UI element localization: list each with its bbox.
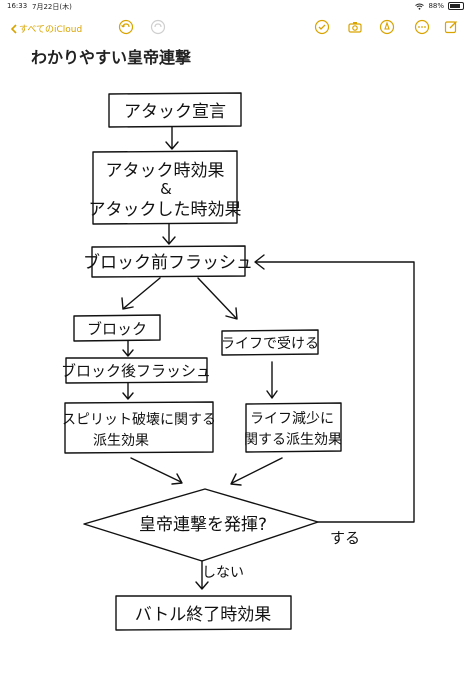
yes-label: する	[330, 529, 360, 547]
no-label: しない	[202, 565, 244, 581]
life-box	[221, 329, 319, 356]
back-label: すべてのiCloud	[19, 25, 83, 35]
life-label: ライフで受ける	[221, 336, 319, 352]
amp-label: &	[160, 180, 172, 198]
end-box	[115, 595, 292, 631]
post-block-flash-label: ブロック後フラッシュ	[61, 362, 211, 380]
chevron-left-icon	[10, 23, 17, 34]
life-decrease-label-1: ライフ減少に	[250, 410, 334, 427]
status-bar: 16:33 7月22日(木) 88%	[0, 0, 472, 12]
battery-percent: 88%	[428, 2, 444, 10]
spirit-label-1: スピリット破壊に関する	[62, 412, 216, 428]
markup-pen-icon[interactable]	[378, 18, 396, 36]
wifi-icon	[415, 3, 425, 10]
attack-effect-label-2: アタックした時効果	[89, 200, 242, 220]
battery-icon	[448, 2, 464, 10]
end-label: バトル終了時効果	[135, 605, 272, 625]
camera-icon[interactable]	[346, 18, 364, 36]
spirit-label-2: 派生効果	[93, 433, 149, 449]
decision-label: 皇帝連撃を発揮?	[139, 515, 267, 535]
undo-icon[interactable]	[117, 18, 135, 36]
status-right: 88%	[415, 2, 464, 10]
back-button[interactable]: すべてのiCloud	[10, 22, 82, 35]
block-flash-label: ブロック前フラッシュ	[83, 252, 253, 273]
spirit-box	[64, 401, 214, 454]
life-decrease-label-2: 関する派生効果	[244, 432, 342, 448]
status-time: 16:33	[7, 2, 28, 10]
redo-icon[interactable]	[149, 18, 167, 36]
checklist-icon[interactable]	[313, 18, 331, 36]
post-block-flash-box	[65, 357, 208, 384]
block-label: ブロック	[87, 320, 147, 338]
declare-label: アタック宣言	[124, 102, 226, 122]
block-box	[73, 314, 161, 342]
life-decrease-box	[245, 402, 342, 453]
note-title[interactable]: わかりやすい皇帝連撃	[31, 48, 192, 67]
notes-toolbar: すべてのiCloud	[0, 14, 472, 40]
compose-icon[interactable]	[442, 18, 460, 36]
block-flash-box	[91, 245, 246, 278]
status-date: 7月22日(木)	[32, 3, 72, 11]
more-icon[interactable]	[413, 18, 431, 36]
attack-effect-box	[92, 150, 238, 225]
declare-box	[108, 92, 242, 128]
attack-effect-label-1: アタック時効果	[106, 161, 225, 181]
